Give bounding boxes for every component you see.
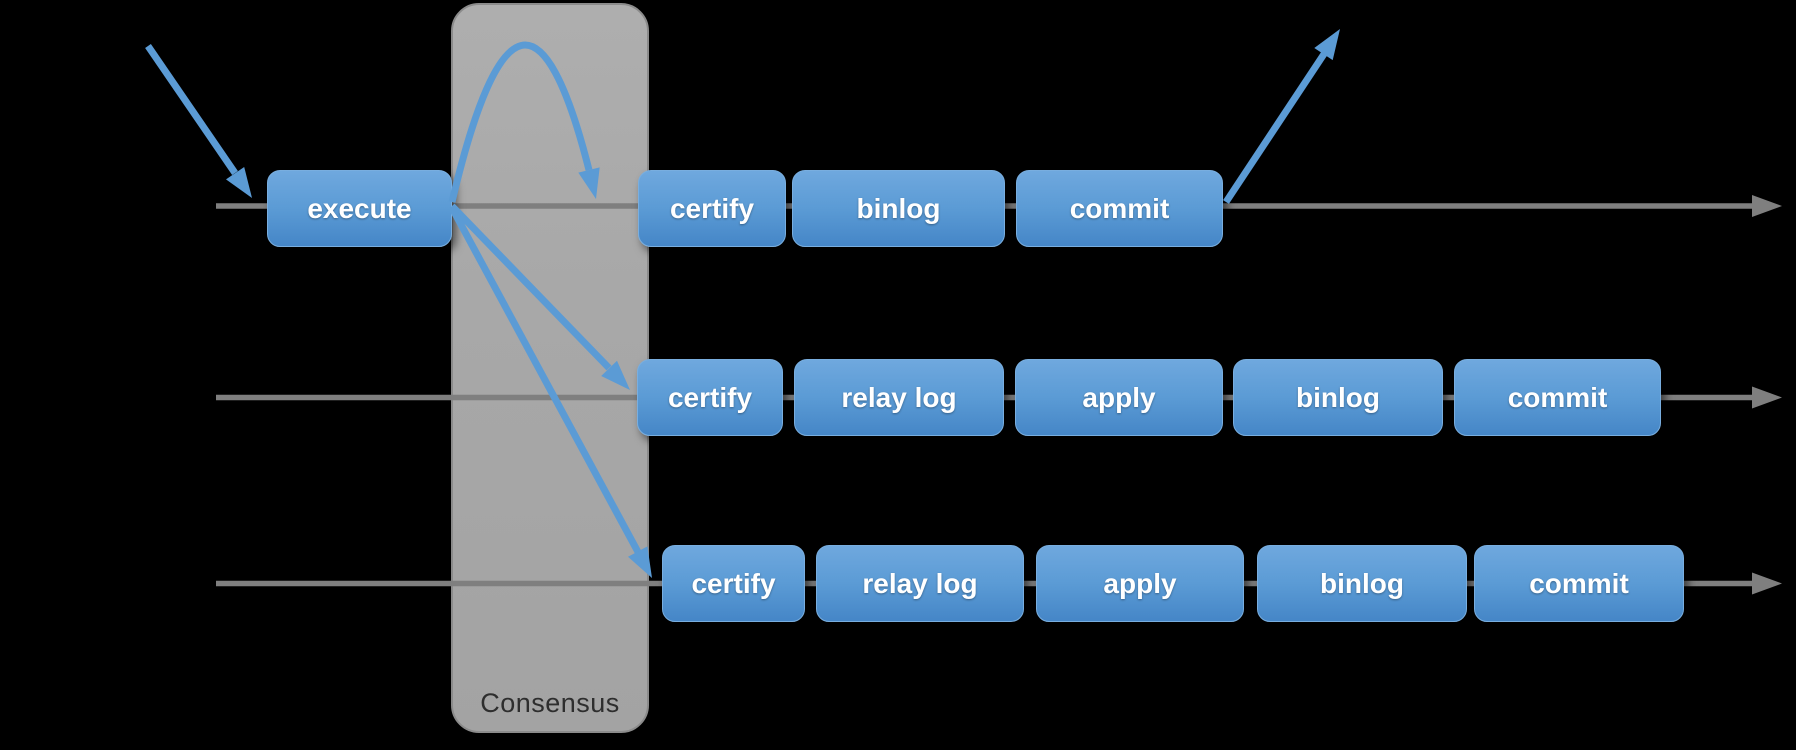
node-execute-lane1: execute xyxy=(267,170,452,247)
node-commit-lane3: commit xyxy=(1474,545,1684,622)
consensus-arrow-lane3 xyxy=(448,206,642,554)
consensus-arrow-lane2-arrowhead-icon xyxy=(601,360,630,390)
consensus-arc-arrowhead-icon xyxy=(578,167,600,199)
incoming-arrow xyxy=(145,44,238,175)
lane1-timeline-arrowhead-icon xyxy=(1752,195,1782,217)
node-apply-lane3: apply xyxy=(1036,545,1244,622)
node-binlog-lane1: binlog xyxy=(792,170,1005,247)
consensus-arc-lane1 xyxy=(448,41,593,203)
lane3-timeline-arrowhead-icon xyxy=(1752,572,1782,595)
node-apply-lane2: apply xyxy=(1015,359,1223,436)
outgoing-arrow xyxy=(1223,52,1327,204)
node-commit-lane2: commit xyxy=(1454,359,1661,436)
node-certify-lane3: certify xyxy=(662,545,805,622)
consensus-arrow-lane3-arrowhead-icon xyxy=(628,546,652,578)
lane2-timeline-arrowhead-icon xyxy=(1752,386,1782,409)
node-relay-log-lane2: relay log xyxy=(794,359,1004,436)
node-binlog-lane3: binlog xyxy=(1257,545,1467,622)
outgoing-arrowhead-icon xyxy=(1314,29,1340,61)
node-commit-lane1: commit xyxy=(1016,170,1223,247)
incoming-arrowhead-icon xyxy=(226,167,252,198)
consensus-label: Consensus xyxy=(480,688,620,718)
consensus-arrow-lane2 xyxy=(449,203,612,371)
node-binlog-lane2: binlog xyxy=(1233,359,1443,436)
node-certify-lane1: certify xyxy=(638,170,786,247)
node-certify-lane2: certify xyxy=(637,359,783,436)
node-relay-log-lane3: relay log xyxy=(816,545,1024,622)
